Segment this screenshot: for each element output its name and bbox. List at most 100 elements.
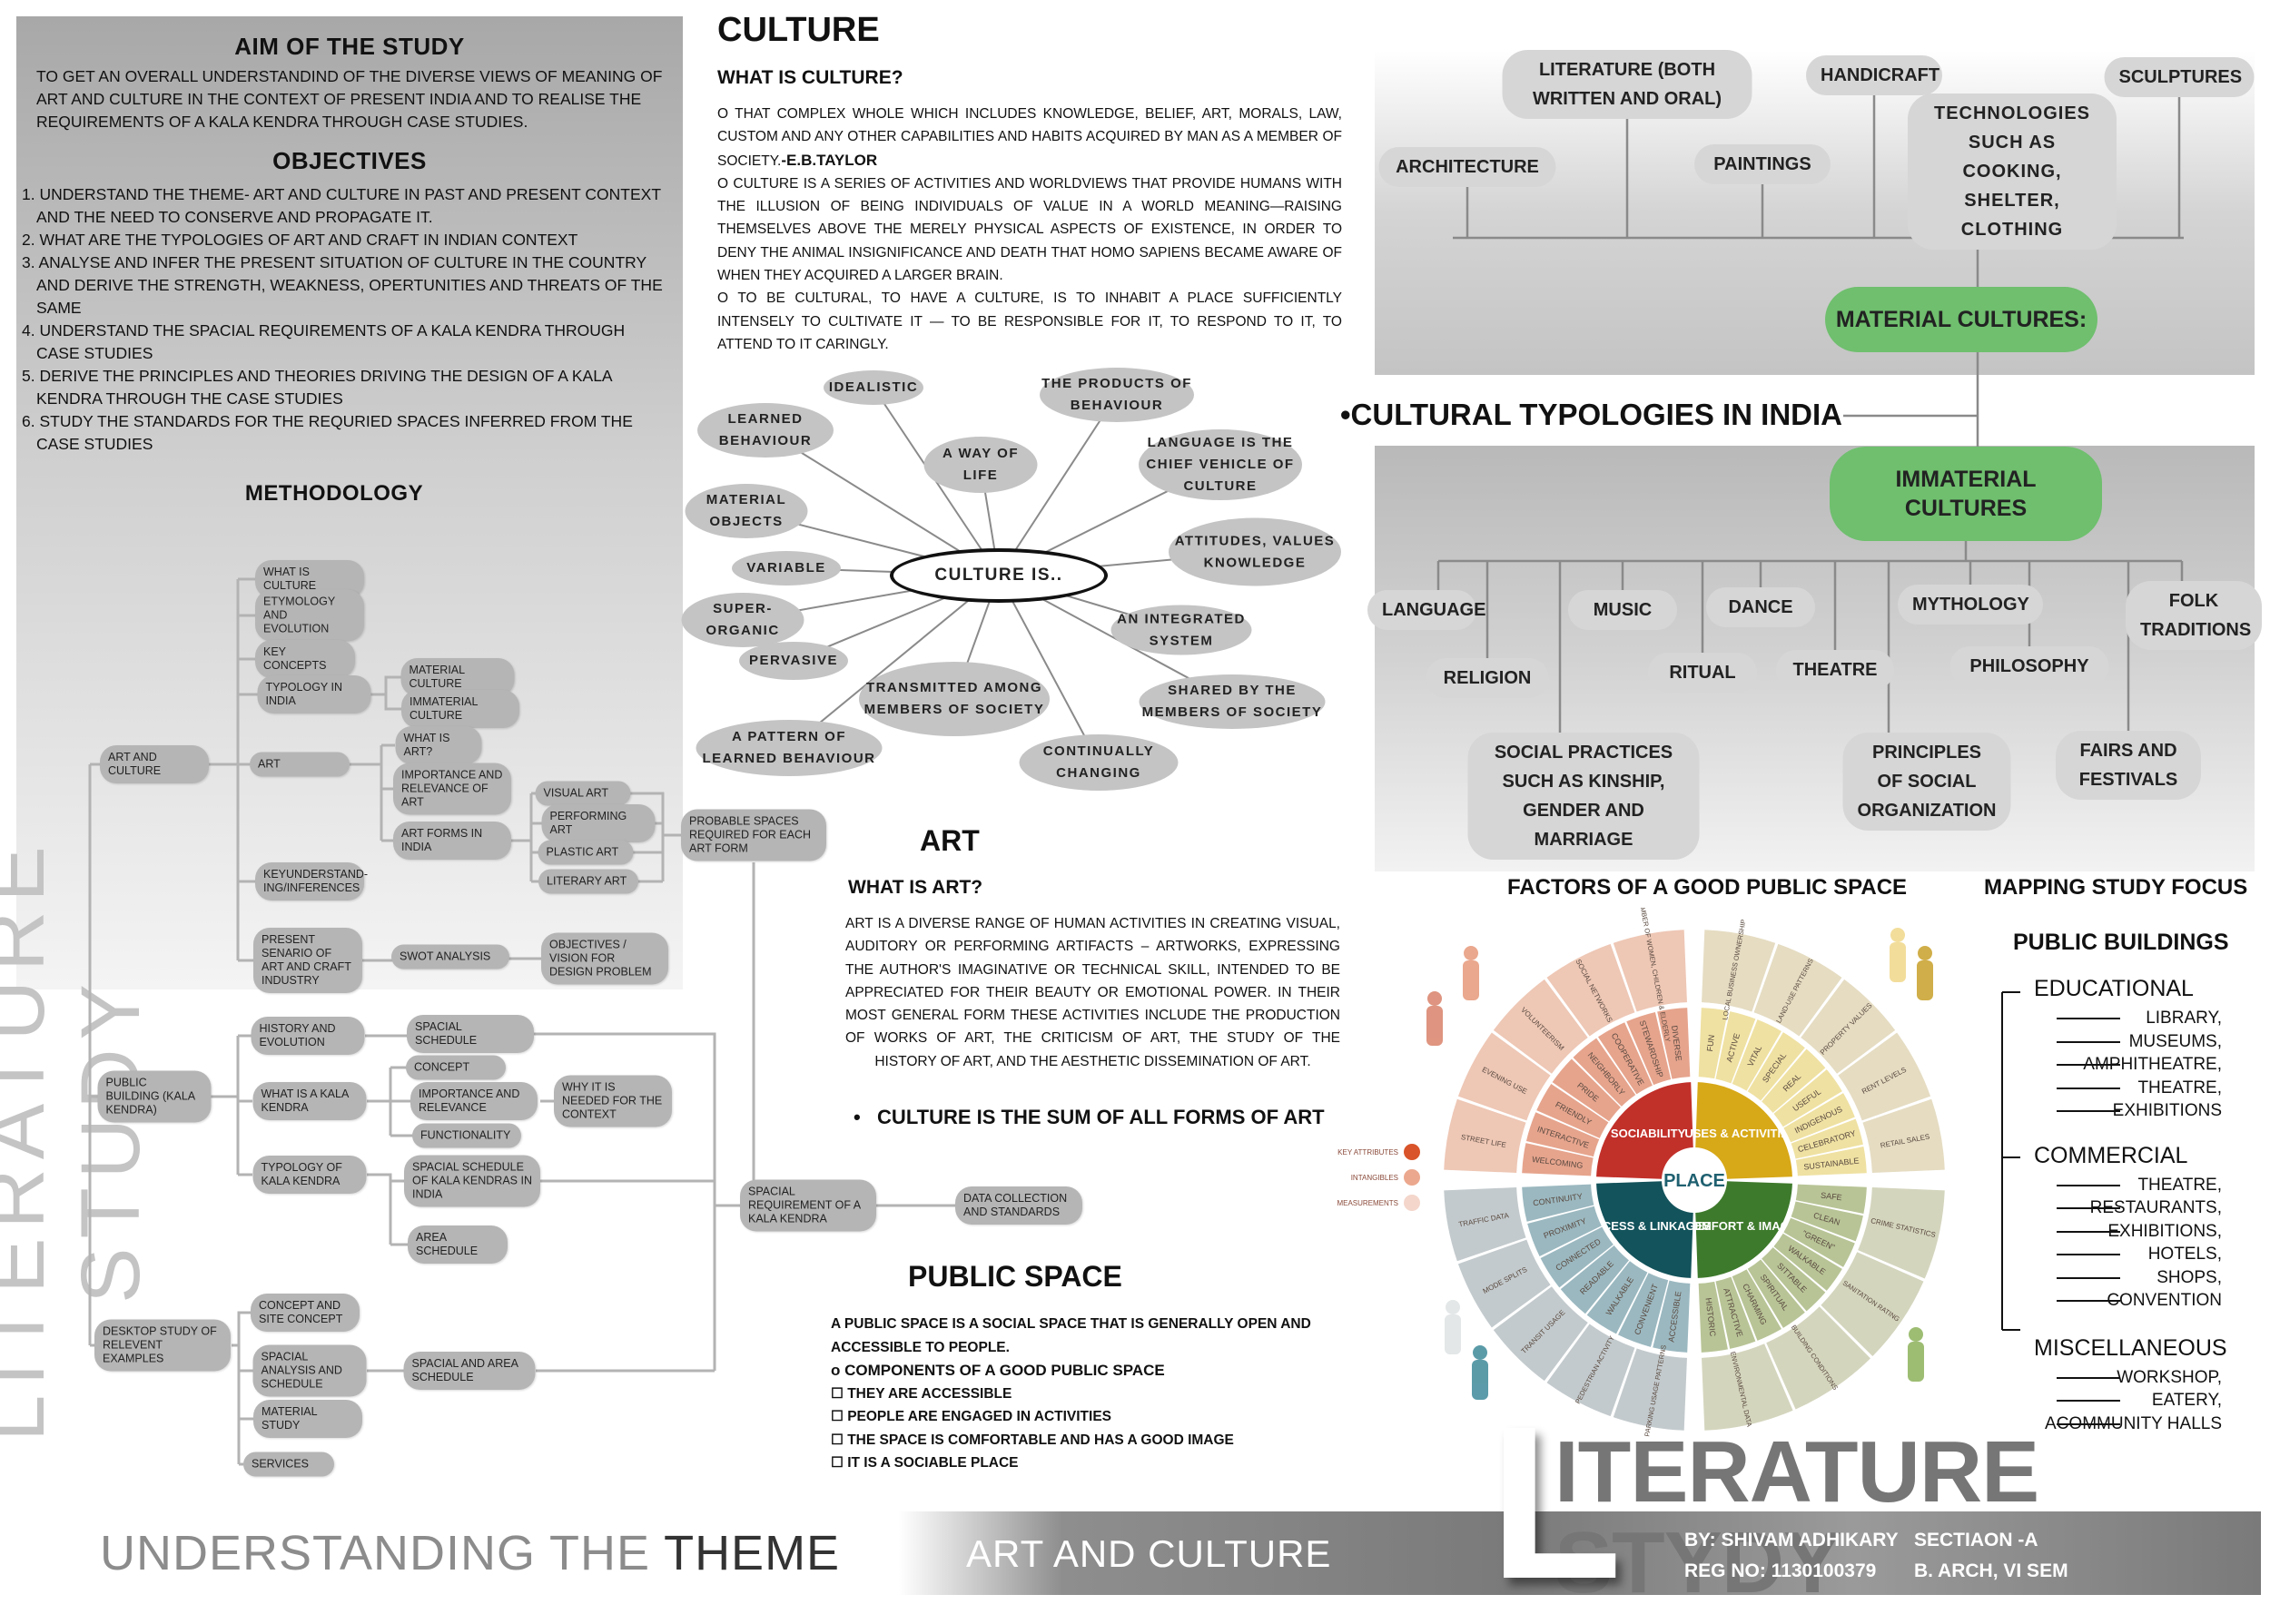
intangible-segment [1747,1032,1805,1101]
methodology-node-immaterial-culture[interactable]: IMMATERIAL CULTURE [401,690,519,728]
public-space-intro: A PUBLIC SPACE IS A SOCIAL SPACE THAT IS… [831,1316,1311,1355]
key-attribute-access-linkages [1596,1181,1693,1278]
methodology-node-importance-and-relevance[interactable]: IMPORTANCE AND RELEVANCE [410,1082,538,1120]
mindmap-node-a-pattern-of-learned-behaviour: A PATTERN OF LEARNED BEHAVIOUR [696,720,883,776]
methodology-node-material-study[interactable]: MATERIAL STUDY [253,1400,362,1438]
immaterial-culture-language: LANGUAGE [1367,590,1485,630]
methodology-node-keyunderstand-ing-inferences[interactable]: KEYUNDERSTAND-ING/INFERENCES [255,862,368,901]
methodology-node-art[interactable]: ART [250,752,350,777]
methodology-node-art-and-culture[interactable]: ART AND CULTURE [100,745,209,783]
mapping-item: HOTELS, [2147,1245,2222,1264]
intangible-segment [1586,1261,1648,1334]
methodology-node-concept-and-site-concept[interactable]: CONCEPT AND SITE CONCEPT [251,1294,360,1332]
section: SECTIAON -A [1914,1530,2038,1550]
checkbox-icon: ☐ [831,1432,848,1448]
methodology-node-performing-art[interactable]: PERFORMING ART [541,804,656,842]
intangible-segment [1773,1069,1842,1127]
methodology-node-what-is-a-kala-kendra[interactable]: WHAT IS A KALA KENDRA [252,1082,367,1120]
leader-line [2057,1110,2120,1112]
mindmap-node-an-integrated-system: AN INTEGRATED SYSTEM [1110,605,1252,655]
methodology-title: METHODOLOGY [244,481,424,506]
methodology-node-typology-of-kala-kendra[interactable]: TYPOLOGY OF KALA KENDRA [252,1156,367,1194]
material-culture-technologies-such-as-cooking-shelter-clothing: TECHNOLOGIES SUCH AS COOKING, SHELTER, C… [1908,94,2117,250]
culture-definition-3: o TO BE CULTURAL, TO HAVE A CULTURE, IS … [717,290,1342,352]
objective-item: 3. ANALYSE AND INFER THE PRESENT SITUATI… [22,253,663,317]
measurement-segment [1613,1348,1687,1431]
place-diagram-wheel: SOCIABILITYWELCOMINGINTERACTIVEFRIENDLYP… [1337,908,1945,1437]
intangible-label: SAFE [1821,1191,1843,1203]
methodology-node-key-concepts[interactable]: KEY CONCEPTS [255,640,355,678]
measurement-segment [1493,1286,1588,1382]
methodology-node-spacial-analysis-and-schedule[interactable]: SPACIAL ANALYSIS AND SCHEDULE [252,1344,367,1397]
public-space-title: PUBLIC SPACE [908,1260,1122,1293]
objective-item: 1. UNDERSTAND THE THEME- ART AND CULTURE… [22,185,661,226]
checkbox-icon: ☐ [831,1455,848,1471]
methodology-node-history-and-evolution[interactable]: HISTORY AND EVOLUTION [251,1017,365,1055]
intangible-segment [1783,1093,1855,1143]
art-title: ART [920,824,980,857]
material-culture-literature-both-written-and-oral: LITERATURE (BOTH WRITTEN AND ORAL) [1502,50,1752,119]
methodology-node-concept[interactable]: CONCEPT [406,1055,506,1080]
methodology-node-spacial-schedule-of-kala-kendras-in-india[interactable]: SPACIAL SCHEDULE OF KALA KENDRAS IN INDI… [404,1155,540,1207]
methodology-node-why-it-is-needed-for-the-context[interactable]: WHY IT IS NEEDED FOR THE CONTEXT [554,1075,672,1127]
connector-line [350,743,395,842]
checkbox-icon: ☐ [831,1385,848,1402]
component-item: ☐ THEY ARE ACCESSIBLE [831,1383,1357,1406]
art-definition: ART IS A DIVERSE RANGE OF HUMAN ACTIVITI… [845,916,1340,1069]
component-item: ☐ PEOPLE ARE ENGAGED IN ACTIVITIES [831,1405,1357,1429]
immaterial-culture-fairs-and-festivals: FAIRS AND FESTIVALS [2056,731,2201,800]
methodology-node-literary-art[interactable]: LITERARY ART [538,869,638,894]
methodology-node-functionality[interactable]: FUNCTIONALITY [412,1123,521,1148]
material-cultures-node: MATERIAL CULTURES: [1825,287,2097,352]
leader-line [2057,1207,2120,1209]
intangible-segment [1536,1084,1609,1138]
methodology-node-etymology-and-evolution[interactable]: ETYMOLOGY AND EVOLUTION [255,589,364,642]
methodology-node-importance-and-relevance-of-art[interactable]: IMPORTANCE AND RELEVANCE OF ART [393,763,511,815]
methodology-node-visual-art[interactable]: VISUAL ART [535,781,631,806]
methodology-node-plastic-art[interactable]: PLASTIC ART [538,840,634,865]
methodology-node-probable-spaces-required-for-each-art-form[interactable]: PROBABLE SPACES REQUIRED FOR EACH ART FO… [681,809,826,861]
methodology-node-swot-analysis[interactable]: SWOT ANALYSIS [391,944,509,969]
immaterial-culture-social-practices-such-as-kinship-gender-and-marriage: SOCIAL PRACTICES SUCH AS KINSHIP, GENDER… [1467,733,1700,860]
methodology-node-typology-in-india[interactable]: TYPOLOGY IN INDIA [257,675,371,714]
intangible-segment [1560,1245,1629,1314]
immaterial-culture-folk-traditions: FOLK TRADITIONS [2126,581,2262,650]
immaterial-culture-religion: RELIGION [1426,658,1549,698]
methodology-node-services[interactable]: SERVICES [243,1452,334,1477]
mapping-item: MUSEUMS, [2128,1031,2222,1051]
methodology-node-data-collection-and-standards[interactable]: DATA COLLECTION AND STANDARDS [955,1186,1082,1225]
quote-author: -E.B.TAYLOR [781,151,878,169]
component-text: PEOPLE ARE ENGAGED IN ACTIVITIES [847,1409,1112,1424]
immaterial-culture-theatre: THEATRE [1776,650,1894,690]
mapping-title: MAPPING STUDY FOCUS [1984,875,2248,900]
component-item: ☐ IT IS A SOCIABLE PLACE [831,1452,1357,1475]
immaterial-culture-philosophy: PHILOSOPHY [1949,646,2109,686]
typology-connectors [1436,91,2184,761]
mindmap-node-learned-behaviour: LEARNED BEHAVIOUR [697,403,834,458]
intangible-segment [1795,1147,1867,1176]
intangible-segment [1653,1280,1691,1353]
measurement-segment [1493,979,1588,1074]
methodology-node-desktop-study-of-relevent-examples[interactable]: DESKTOP STUDY OF RELEVENT EXAMPLES [94,1319,231,1372]
connector-line [211,1034,252,1176]
leader-line [2057,1230,2120,1233]
connector-line [88,763,100,1347]
methodology-node-area-schedule[interactable]: AREA SCHEDULE [408,1225,508,1264]
methodology-node-spacial-and-area-schedule[interactable]: SPACIAL AND AREA SCHEDULE [403,1352,536,1390]
legend-label: MEASUREMENTS [1337,1199,1398,1207]
aim-text: TO GET AN OVERALL UNDERSTANDIND OF THE D… [36,67,663,131]
methodology-node-spacial-schedule[interactable]: SPACIAL SCHEDULE [407,1015,534,1053]
methodology-node-art-forms-in-india[interactable]: ART FORMS IN INDIA [393,822,511,860]
intangible-segment [1698,1008,1728,1079]
methodology-node-spacial-requirement-of-a-kala-kendra[interactable]: SPACIAL REQUIREMENT OF A KALA KENDRA [740,1179,876,1232]
methodology-node-public-building-kala-kendra[interactable]: PUBLIC BUILDING (KALA KENDRA) [97,1070,212,1123]
methodology-node-objectives-vision-for-design-problem[interactable]: OBJECTIVES / VISION FOR DESIGN PROBLEM [541,932,668,985]
measurement-segment [1444,1187,1526,1262]
key-attribute-uses-activities [1695,1082,1792,1179]
methodology-node-present-senario-of-art-and-craft-industry[interactable]: PRESENT SENARIO OF ART AND CRAFT INDUSTR… [253,928,362,993]
methodology-node-what-is-art[interactable]: WHAT IS ART? [395,726,482,764]
mindmap-node-idealistic: IDEALISTIC [824,370,923,405]
intangible-segment [1552,1058,1621,1122]
component-text: THEY ARE ACCESSIBLE [847,1385,1012,1402]
immaterial-cultures-node: IMMATERIAL CULTURES [1830,447,2102,541]
